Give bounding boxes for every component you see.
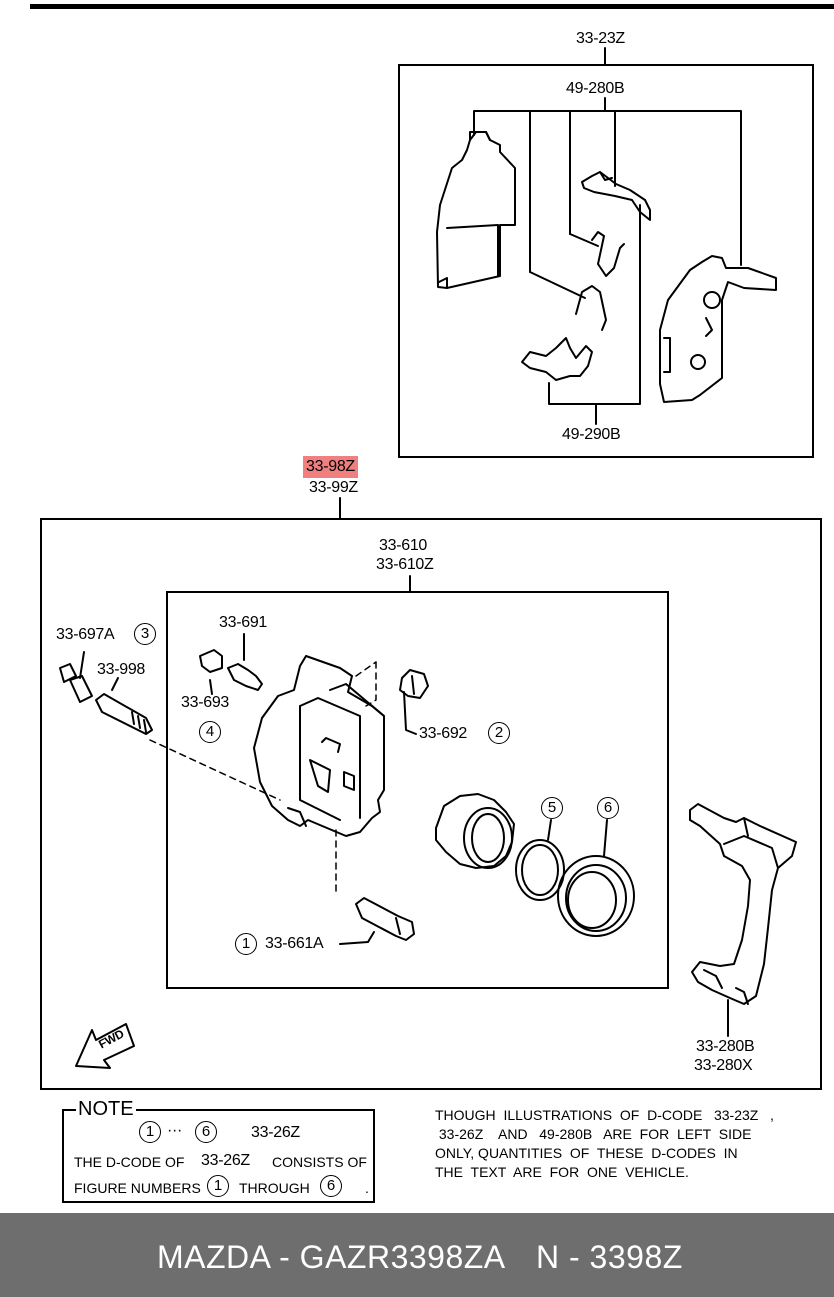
- piston-seal-ring: [515, 839, 565, 901]
- pad-kit-box: [398, 64, 814, 458]
- mounting-support-part: [689, 803, 797, 1005]
- figure-number-6: 6: [597, 797, 619, 819]
- pad-retaining-clip-lower: [521, 337, 593, 381]
- lock-bolt-part: [355, 897, 415, 941]
- note-line3-end: .: [365, 1180, 369, 1196]
- disclaimer-line-4: THE TEXT ARE FOR ONE VEHICLE.: [435, 1164, 689, 1180]
- note-line2-text-b: CONSISTS OF: [272, 1154, 367, 1170]
- top-rule: [30, 4, 834, 9]
- label-caliper-body: 33-610: [379, 537, 428, 554]
- caliper-body-part: [253, 655, 385, 837]
- leader-line: [548, 204, 641, 405]
- note-range-start: 1: [139, 1121, 161, 1143]
- leader-line: [339, 931, 375, 945]
- leader-line: [79, 651, 85, 679]
- outer-brake-pad: [659, 255, 777, 403]
- figure-number-5: 5: [541, 797, 563, 819]
- label-dust-boot: 33-692: [419, 725, 468, 742]
- figure-number-2: 2: [488, 722, 510, 744]
- anti-rattle-spring: [591, 231, 625, 277]
- leader-line: [569, 233, 599, 247]
- leader-line: [209, 679, 213, 695]
- note-range-end: 6: [195, 1121, 217, 1143]
- label-caliper-assembly-alt: 33-99Z: [309, 479, 358, 496]
- note-range-code: 33-26Z: [251, 1124, 300, 1141]
- label-pad-set: 49-280B: [566, 80, 625, 97]
- leader-line: [473, 110, 742, 266]
- disclaimer-line-2: 33-26Z AND 49-280B ARE FOR LEFT SIDE: [435, 1126, 752, 1142]
- label-bleeder-cap: 33-693: [181, 694, 230, 711]
- leader-line: [529, 271, 586, 299]
- note-title: NOTE: [76, 1098, 136, 1120]
- dust-seal-ring: [557, 855, 635, 937]
- inner-brake-pad: [436, 131, 516, 289]
- fwd-arrow: [75, 1023, 135, 1069]
- caliper-body-box: [166, 591, 669, 989]
- label-lock-bolt: 33-661A: [265, 935, 324, 952]
- figure-number-1: 1: [235, 933, 257, 955]
- guide-pin-boot: [59, 663, 93, 703]
- note-line2-code: 33-26Z: [201, 1152, 250, 1169]
- anti-rattle-spring: [575, 285, 607, 331]
- leader-line: [547, 819, 552, 841]
- label-top-assembly: 33-23Z: [576, 30, 625, 47]
- label-mounting-support: 33-280B: [696, 1038, 755, 1055]
- pad-retaining-clip-upper: [581, 171, 651, 221]
- label-bleeder-screw: 33-691: [219, 614, 268, 631]
- note-line3-number-6: 6: [320, 1175, 342, 1197]
- label-guide-pin: 33-998: [97, 661, 146, 678]
- label-pin-boot: 33-697A: [56, 626, 115, 643]
- figure-number-3: 3: [134, 623, 156, 645]
- disclaimer-line-1: THOUGH ILLUSTRATIONS OF D-CODE 33-23Z ,: [435, 1107, 774, 1123]
- leader-line: [403, 691, 417, 735]
- label-mounting-support-alt: 33-280X: [694, 1057, 753, 1074]
- note-line2-text: THE D-CODE OF: [74, 1154, 185, 1170]
- label-shim-set: 49-290B: [562, 426, 621, 443]
- note-box: [62, 1109, 375, 1203]
- label-caliper-body-alt: 33-610Z: [376, 556, 434, 573]
- figure-number-4: 4: [199, 721, 221, 743]
- label-caliper-assembly-highlighted[interactable]: 33-98Z: [303, 456, 358, 478]
- guide-pin: [95, 693, 153, 735]
- caliper-piston: [435, 793, 515, 869]
- bleeder-cap-part: [199, 649, 223, 673]
- note-line3-through: THROUGH: [239, 1180, 310, 1196]
- footer-bar: MAZDA - GAZR3398ZA N - 3398Z: [0, 1213, 834, 1297]
- bleeder-screw-part: [227, 663, 263, 691]
- dust-boot-part: [399, 669, 429, 699]
- note-range-separator: ···: [167, 1122, 183, 1139]
- footer-code: N - 3398Z: [536, 1239, 683, 1275]
- note-line3-text: FIGURE NUMBERS: [74, 1180, 201, 1196]
- footer-part-number: MAZDA - GAZR3398ZA: [157, 1239, 506, 1275]
- note-line3-number-1: 1: [207, 1175, 229, 1197]
- disclaimer-line-3: ONLY, QUANTITIES OF THESE D-CODES IN: [435, 1145, 738, 1161]
- leader-line: [603, 819, 608, 857]
- caliper-assembly-box: [40, 518, 822, 1090]
- leader-line: [111, 677, 119, 691]
